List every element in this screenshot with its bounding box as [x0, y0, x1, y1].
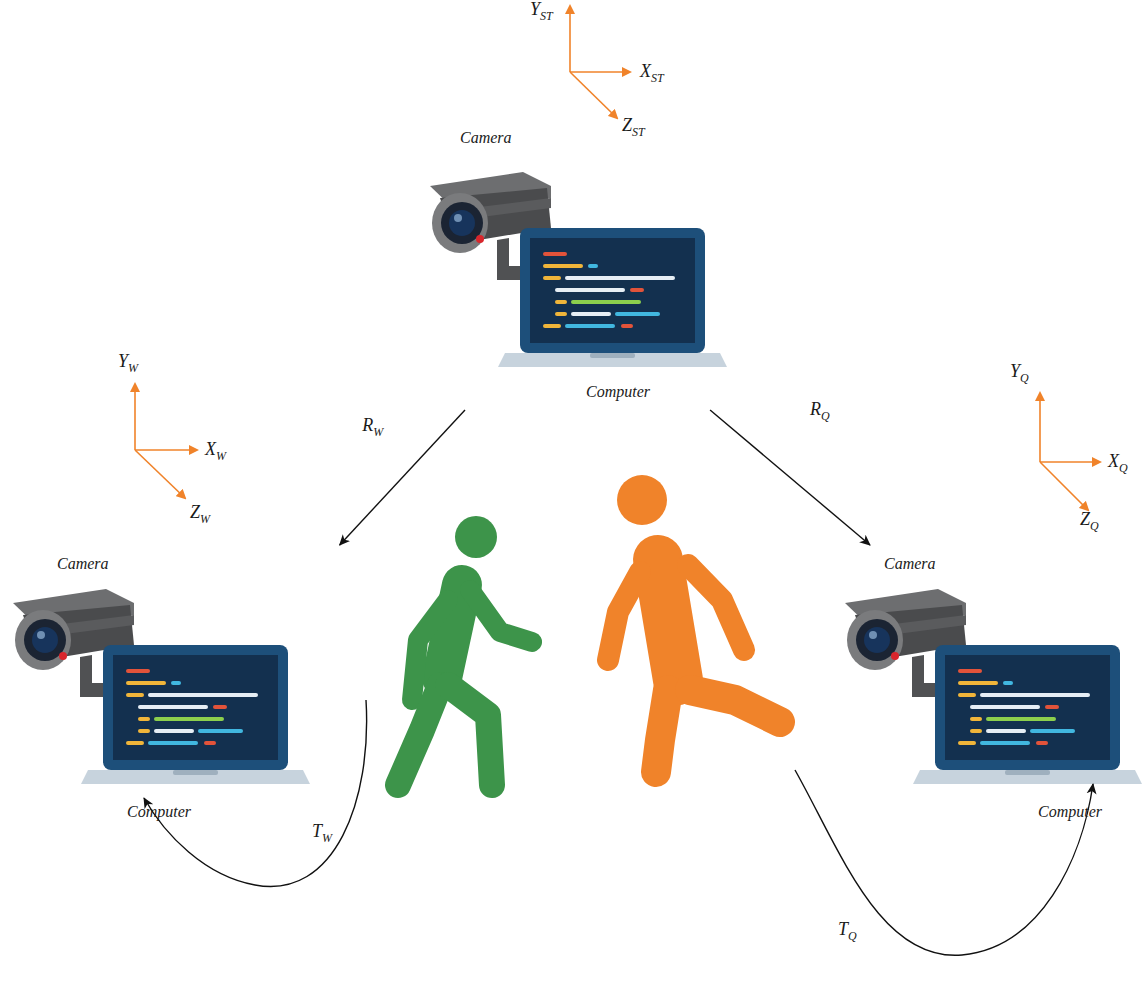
camera-label: Camera	[460, 129, 512, 147]
computer-label: Computer	[127, 803, 191, 821]
camera-label: Camera	[57, 555, 109, 573]
camera-computer	[13, 589, 310, 784]
axis-label: XQ	[1108, 452, 1128, 472]
axis-label: ZW	[190, 503, 210, 523]
camera-computer	[845, 589, 1142, 784]
camera-computer-unit: CameraComputer	[5, 545, 350, 830]
computer-label: Computer	[586, 383, 650, 401]
edge-label: RQ	[808, 400, 832, 420]
transform-label: TW	[312, 822, 332, 842]
camera-computer-unit: CameraComputer	[840, 545, 1140, 830]
axis-label: XST	[640, 62, 664, 82]
axes	[135, 6, 1100, 510]
transform-arrow	[144, 700, 367, 887]
computer-label: Computer	[1038, 803, 1102, 821]
rotation-arrow	[340, 410, 465, 545]
rotation-arrow	[710, 410, 870, 545]
person-green	[398, 516, 532, 785]
camera-label: Camera	[884, 555, 936, 573]
camera-computer	[430, 172, 727, 367]
axis-label: ZST	[622, 116, 645, 136]
transform-label: TQ	[838, 920, 857, 940]
edge-label: RW	[360, 416, 385, 436]
axis-label: YW	[118, 352, 138, 372]
axis-label: YQ	[1010, 362, 1029, 382]
camera-computer-unit: CameraComputer	[420, 125, 720, 410]
transform-arrow	[795, 770, 1093, 955]
axis-label: YST	[530, 0, 553, 20]
axis-label: XW	[205, 440, 226, 460]
person-orange	[608, 475, 780, 772]
axis-label: ZQ	[1080, 510, 1099, 530]
